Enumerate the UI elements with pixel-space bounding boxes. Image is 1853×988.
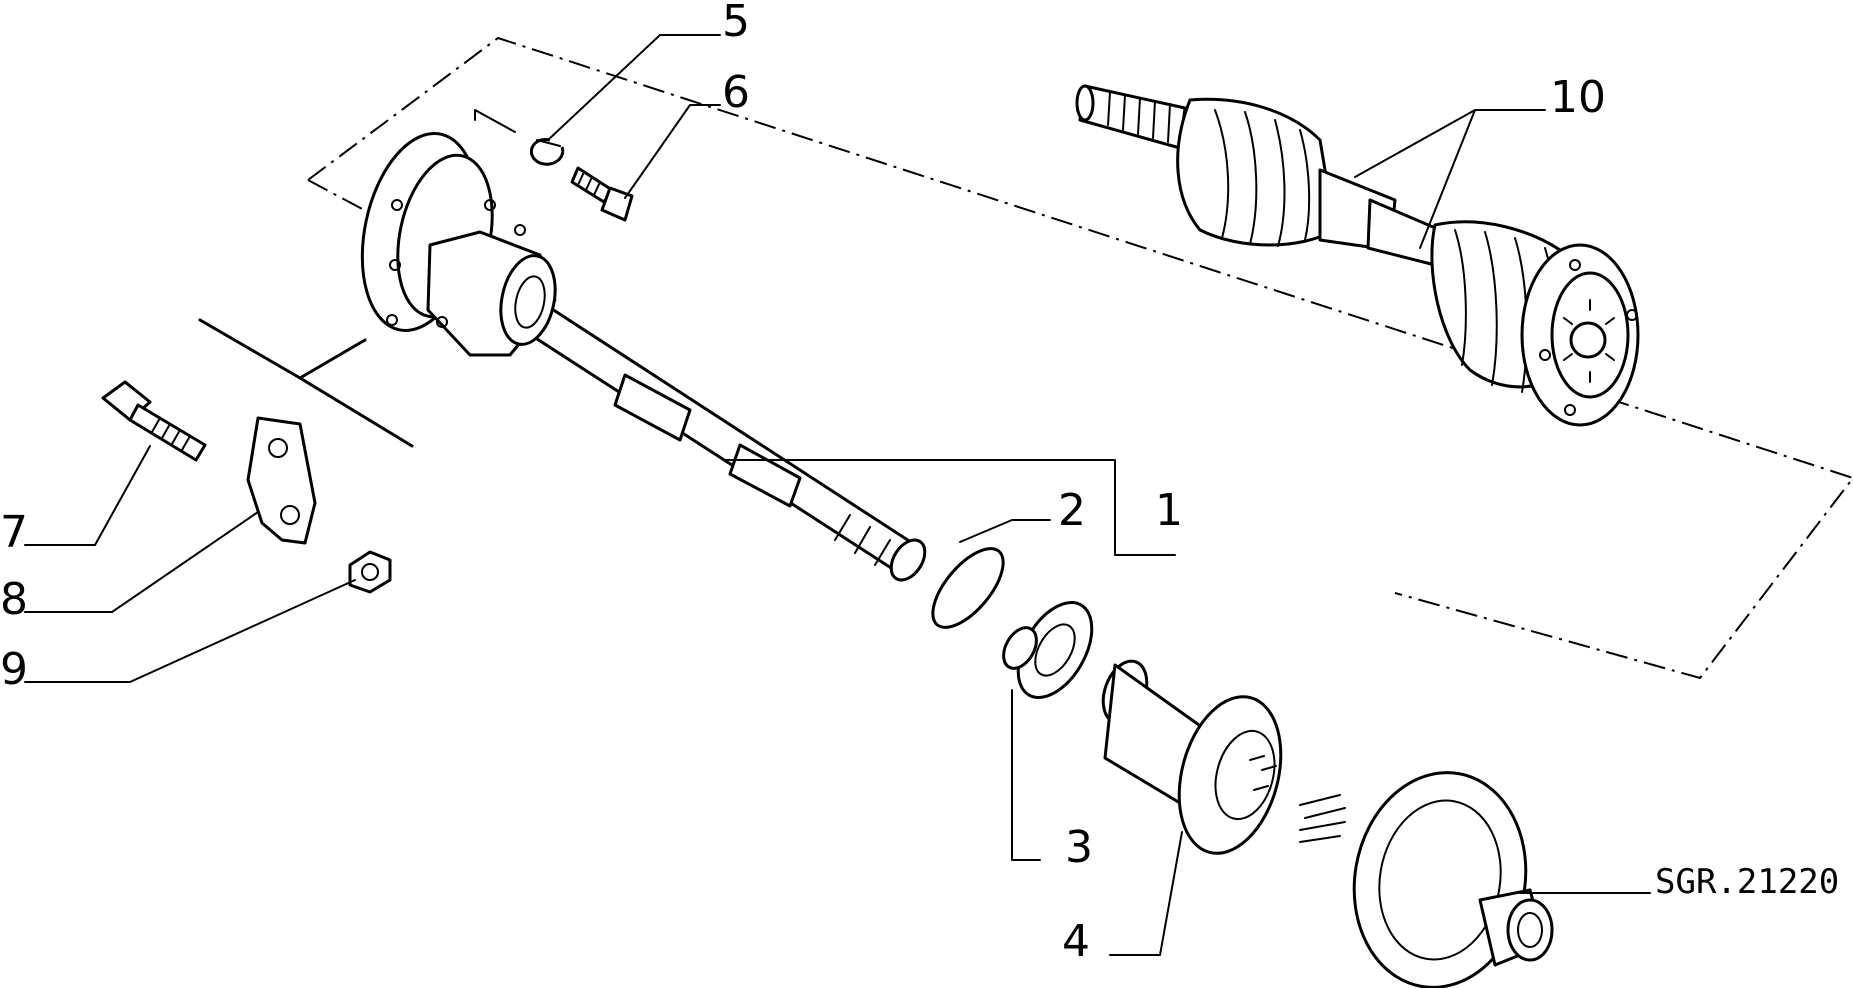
leader-lines — [24, 34, 1651, 956]
callout-4: 4 — [1062, 916, 1090, 967]
callout-9: 9 — [0, 644, 28, 695]
callout-5: 5 — [722, 0, 750, 47]
part-2-snap-ring — [931, 547, 1005, 629]
part-4-housing — [1101, 659, 1283, 855]
part-7-bolt — [101, 380, 207, 462]
callout-6: 6 — [722, 67, 750, 118]
part-3-bearing — [1002, 601, 1094, 699]
callout-3: 3 — [1065, 822, 1093, 873]
drawing-code: SGR.21220 — [1655, 862, 1839, 902]
cv-joint — [1299, 771, 1554, 988]
part-8-plate — [246, 416, 317, 545]
callout-10: 10 — [1550, 72, 1606, 123]
callout-8: 8 — [0, 574, 28, 625]
callout-1: 1 — [1155, 485, 1183, 536]
part-5-clip — [529, 138, 565, 166]
part-9-nut — [348, 550, 392, 594]
part-6-bolt — [570, 166, 634, 222]
part-1-shaft-flange — [360, 109, 927, 582]
break-mark-lower — [198, 318, 367, 380]
part-10-drive-shaft — [1075, 84, 1640, 427]
callout-7: 7 — [0, 507, 28, 558]
callout-2: 2 — [1058, 485, 1086, 536]
break-mark-upper — [298, 376, 414, 448]
